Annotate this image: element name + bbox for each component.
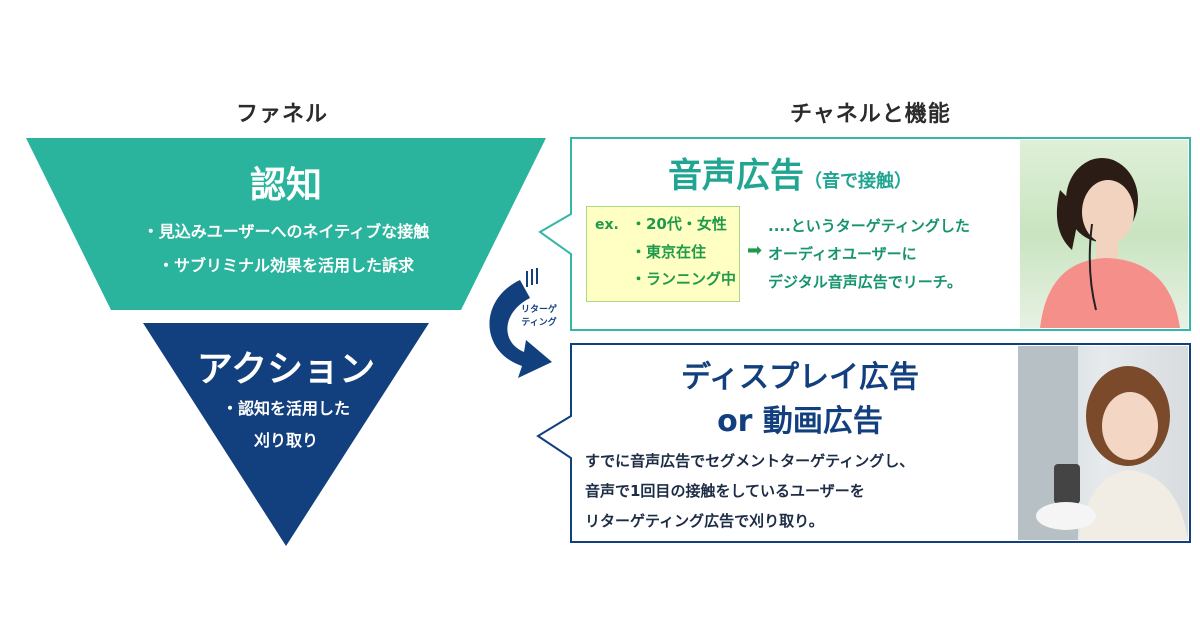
awareness-bullet-2: ・サブリミナル効果を活用した訴求 [157, 256, 414, 275]
example-line-2: ・東京在住 [595, 239, 739, 266]
display-ad-body: すでに音声広告でセグメントターゲティングし、 音声で1回目の接触をしているユーザ… [585, 446, 1015, 536]
funnel-header: ファネル [236, 102, 329, 127]
smartphone-woman-photo [1018, 346, 1188, 540]
reach-line-3: デジタル音声広告でリーチ。 [768, 273, 962, 291]
example-prefix: ex. [595, 217, 619, 233]
awareness-title: 認知 [249, 165, 322, 206]
display-body-line-1: すでに音声広告でセグメントターゲティングし、 [585, 452, 915, 470]
funnel-action-shape [143, 323, 429, 546]
audio-ad-title-row: 音声広告（音で接触） [668, 148, 912, 197]
display-ad-title-line-2: or 動画広告 [717, 404, 883, 439]
example-activity: ・ランニング中 [631, 270, 737, 288]
runner-woman-photo [1020, 140, 1188, 328]
display-ad-title-line-1: ディスプレイ広告 [681, 360, 919, 395]
example-line-3: ・ランニング中 [595, 266, 739, 293]
retargeting-label-line-1: リターゲ [520, 305, 557, 315]
action-bullet-2: 刈り取り [253, 431, 318, 450]
motion-lines-icon [526, 268, 538, 287]
retargeting-label: リターゲ ティング [509, 304, 569, 330]
example-line-1: ex. ・20代・女性 [595, 211, 739, 239]
arrow-right-icon: ➡ [747, 240, 763, 261]
example-age-gender: ・20代・女性 [631, 215, 727, 233]
retargeting-arrow-body [489, 280, 552, 378]
channels-header: チャネルと機能 [790, 102, 951, 127]
targeting-example-box: ex. ・20代・女性 ・東京在住 ・ランニング中 [586, 206, 740, 302]
display-body-line-3: リターゲティング広告で刈り取り。 [585, 512, 824, 530]
display-body-line-2: 音声で1回目の接触をしているユーザーを [585, 482, 865, 500]
reach-line-1: ....というターゲティングした [768, 217, 970, 235]
smartphone-woman-illustration [1018, 346, 1188, 540]
audio-ad-subtitle: （音で接触） [804, 171, 912, 192]
audio-ad-reach-text: ....というターゲティングした オーディオユーザーに デジタル音声広告でリーチ… [768, 212, 1023, 296]
retargeting-label-line-2: ティング [521, 318, 557, 328]
example-location: ・東京在住 [631, 243, 707, 261]
action-bullet-1: ・認知を活用した [221, 399, 350, 418]
funnel-awareness-shape [26, 138, 546, 310]
audio-ad-title: 音声広告 [668, 156, 804, 196]
reach-line-2: オーディオユーザーに [768, 245, 917, 263]
action-title: アクション [196, 349, 376, 390]
runner-woman-illustration [1040, 158, 1180, 328]
awareness-bullet-1: ・見込みユーザーへのネイティブな接触 [142, 222, 430, 241]
